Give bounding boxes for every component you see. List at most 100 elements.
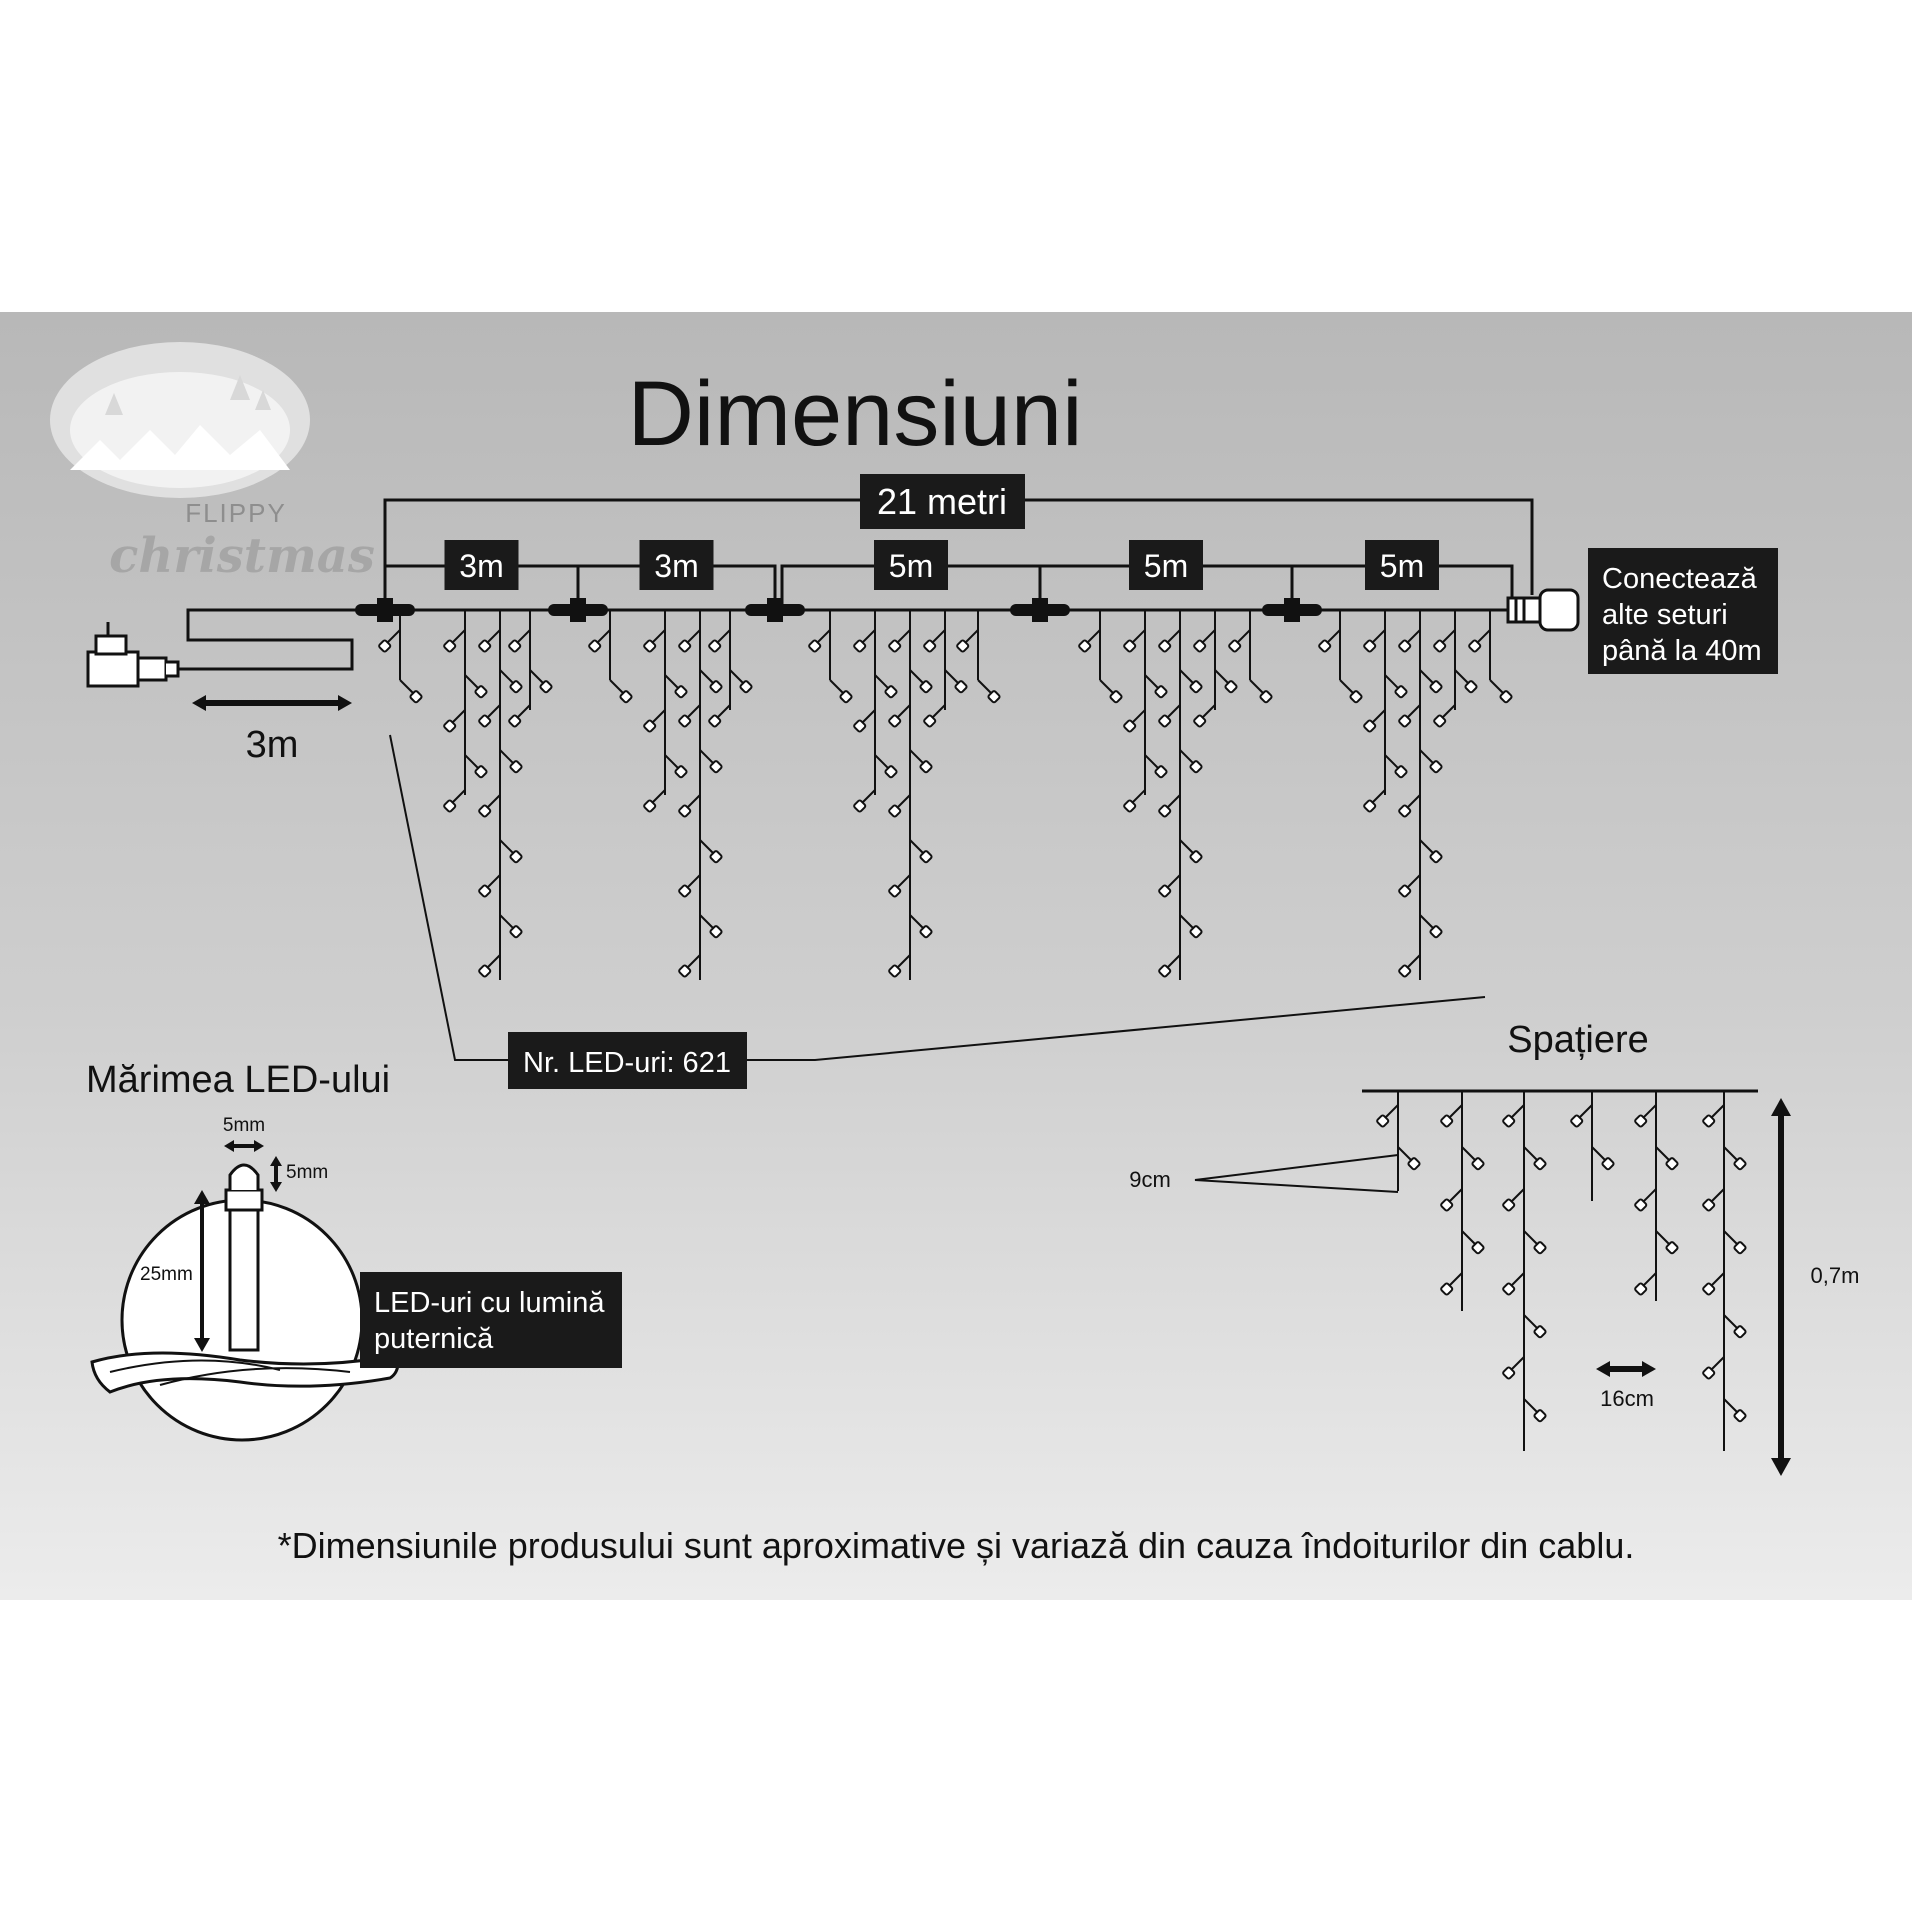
- led-bulb: [478, 804, 492, 818]
- total-length-box: [860, 474, 1025, 529]
- spacing-led: [1634, 1198, 1648, 1212]
- led-bulb: [539, 680, 553, 694]
- led-bulb: [409, 690, 423, 704]
- spacing-led: [1533, 1241, 1547, 1255]
- led-bulb: [884, 685, 898, 699]
- led-height-label: 5mm: [286, 1162, 328, 1183]
- spacing-horizontal-arrow: [1596, 1361, 1656, 1377]
- led-bulb: [1158, 964, 1172, 978]
- segment-label: 5m: [1380, 548, 1424, 584]
- connect-note-line1: Conectează: [1602, 563, 1758, 595]
- led-bulb: [1193, 714, 1207, 728]
- led-bulb: [853, 639, 867, 653]
- led-bulb: [1394, 685, 1408, 699]
- led-width-label: 5mm: [223, 1115, 265, 1136]
- spacing-drops: [1376, 1091, 1747, 1451]
- led-bulb: [1429, 760, 1443, 774]
- led-bulb: [678, 804, 692, 818]
- cable-connectors: [355, 598, 1322, 622]
- led-bulb: [954, 680, 968, 694]
- segment-label-box: [639, 540, 714, 590]
- led-bulb: [888, 884, 902, 898]
- led-note-line1: LED-uri cu lumină: [374, 1287, 605, 1319]
- led-bulb: [674, 685, 688, 699]
- led-bulb: [478, 639, 492, 653]
- led-bulb: [708, 714, 722, 728]
- spacing-led: [1533, 1325, 1547, 1339]
- cable-connector-body: [1032, 598, 1048, 622]
- connect-note-line2: alte seturi: [1602, 599, 1728, 631]
- led-bulb: [1394, 765, 1408, 779]
- led-bulb: [853, 799, 867, 813]
- spacing-led: [1471, 1157, 1485, 1171]
- led-bulb: [443, 719, 457, 733]
- led-bulb: [1193, 639, 1207, 653]
- led-length-label: 25mm: [140, 1264, 193, 1285]
- led-bulb: [888, 639, 902, 653]
- led-size-illustration: [90, 1163, 400, 1442]
- led-bulb: [1464, 680, 1478, 694]
- led-bulb: [619, 690, 633, 704]
- led-bulb: [709, 680, 723, 694]
- led-bulb: [923, 714, 937, 728]
- led-count-label: Nr. LED-uri: 621: [523, 1047, 731, 1079]
- led-bulb: [888, 714, 902, 728]
- led-bulb: [1123, 799, 1137, 813]
- page-title: Dimensiuni: [627, 363, 1082, 465]
- spacing-led: [1376, 1114, 1390, 1128]
- cable-connector-body: [1284, 598, 1300, 622]
- connect-note-box: [1588, 548, 1778, 674]
- flippy-christmas-logo: FLIPPY christmas: [50, 342, 375, 584]
- led-bulb: [509, 760, 523, 774]
- spacing-led: [1702, 1282, 1716, 1296]
- led-bulb: [1189, 850, 1203, 864]
- led-bulb: [509, 925, 523, 939]
- segment-label: 5m: [1144, 548, 1188, 584]
- spacing-led: [1533, 1157, 1547, 1171]
- led-bulb: [509, 680, 523, 694]
- spacing-led: [1471, 1241, 1485, 1255]
- spacing-led: [1733, 1241, 1747, 1255]
- spacing-vertical-callout: [1194, 1154, 1399, 1193]
- spacing-led: [1665, 1241, 1679, 1255]
- led-bulb: [674, 765, 688, 779]
- spacing-horizontal-label: 16cm: [1600, 1386, 1654, 1411]
- led-bulb: [919, 760, 933, 774]
- led-bulb: [1154, 685, 1168, 699]
- led-note-box: [360, 1272, 622, 1368]
- spacing-led: [1733, 1409, 1747, 1423]
- spacing-led: [1502, 1366, 1516, 1380]
- led-bulb: [956, 639, 970, 653]
- led-bulb: [1123, 719, 1137, 733]
- logo-brand-top: FLIPPY: [185, 498, 287, 528]
- led-bulb: [1158, 804, 1172, 818]
- led-bulb: [919, 680, 933, 694]
- led-bulb: [1398, 964, 1412, 978]
- icicle-drops: [378, 610, 1513, 980]
- led-bulb: [1189, 925, 1203, 939]
- segment-label-box: [1129, 540, 1203, 590]
- led-bulb: [1078, 639, 1092, 653]
- led-bulb: [478, 884, 492, 898]
- spacing-led: [1440, 1114, 1454, 1128]
- led-bulb: [1398, 639, 1412, 653]
- led-bulb: [508, 639, 522, 653]
- led-bulb: [888, 804, 902, 818]
- led-bulb: [588, 639, 602, 653]
- led-bulb: [987, 690, 1001, 704]
- spacing-led: [1702, 1198, 1716, 1212]
- total-length-label: 21 metri: [877, 481, 1007, 522]
- led-bulb: [853, 719, 867, 733]
- led-bulb: [1318, 639, 1332, 653]
- led-bulb: [643, 719, 657, 733]
- led-dimension-arrows: [194, 1140, 282, 1352]
- lead-length-label: 3m: [246, 724, 299, 766]
- led-bulb: [1429, 680, 1443, 694]
- led-bulb: [443, 639, 457, 653]
- led-bulb: [1468, 639, 1482, 653]
- led-bulb: [739, 680, 753, 694]
- spacing-title: Spațiere: [1507, 1019, 1649, 1061]
- led-bulb: [643, 639, 657, 653]
- led-bulb: [1109, 690, 1123, 704]
